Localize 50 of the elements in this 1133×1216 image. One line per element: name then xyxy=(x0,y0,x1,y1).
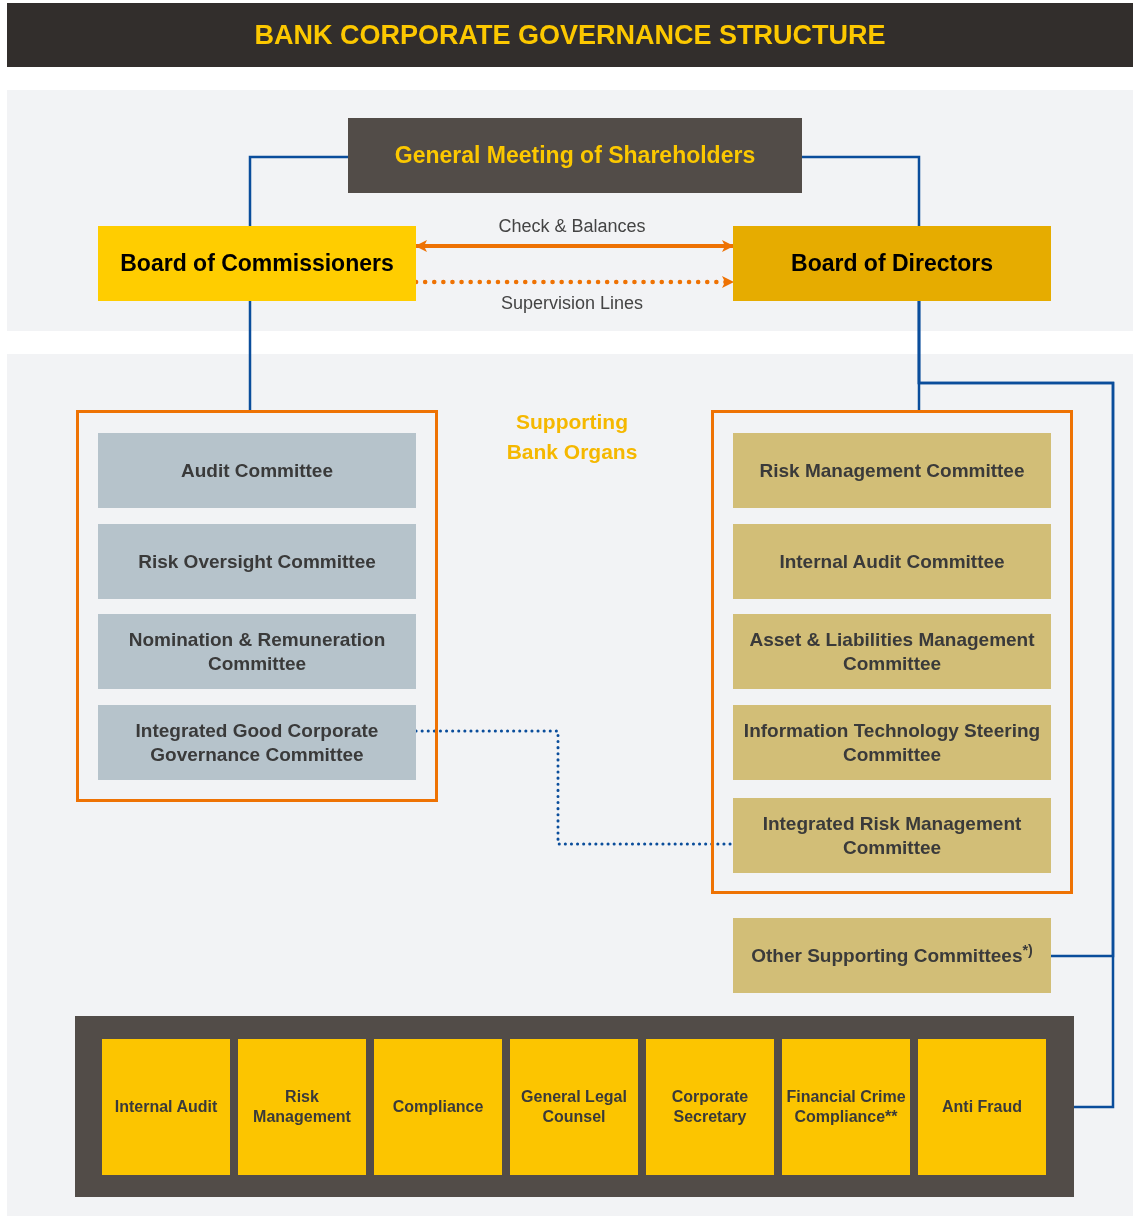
unit-box xyxy=(782,1039,910,1175)
unit-box xyxy=(238,1039,366,1175)
board-name: Board of Directors xyxy=(790,249,994,278)
committee-box xyxy=(98,614,416,689)
committee-box xyxy=(98,433,416,508)
unit-name: Corporate Secretary xyxy=(670,1087,750,1127)
committee-name: Risk Oversight Committee xyxy=(137,549,377,574)
committee-box xyxy=(733,705,1051,780)
board-box xyxy=(733,226,1051,301)
unit-name: Internal Audit xyxy=(113,1097,219,1117)
connector-line xyxy=(802,155,921,226)
committee-box xyxy=(733,918,1051,993)
meeting-box xyxy=(348,118,802,193)
unit-name: Anti Fraud xyxy=(941,1097,1023,1117)
committee-box xyxy=(733,614,1051,689)
committee-name: Other Supporting Committees$^{*)}$ xyxy=(750,943,1034,968)
committee-box xyxy=(98,524,416,599)
committee-name: Asset & Liabilities Management Committee xyxy=(748,627,1036,676)
connector-line xyxy=(248,301,252,410)
committee-box xyxy=(98,705,416,780)
unit-box xyxy=(510,1039,638,1175)
unit-box xyxy=(102,1039,230,1175)
connector-line xyxy=(248,155,348,226)
committee-name: Information Technology Steering Committee xyxy=(742,718,1042,767)
committee-name: Integrated Risk Management Committee xyxy=(761,811,1023,860)
committee-box xyxy=(733,524,1051,599)
board-name: Board of Commissioners xyxy=(119,249,395,278)
unit-name: General Legal Counsel xyxy=(520,1087,628,1127)
meeting-name: General Meeting of Shareholders xyxy=(393,141,757,170)
unit-box xyxy=(374,1039,502,1175)
committee-name: Internal Audit Committee xyxy=(778,549,1006,574)
committee-name: Risk Management Committee xyxy=(758,458,1026,483)
committee-box xyxy=(733,433,1051,508)
connector-line xyxy=(917,301,1115,1109)
committee-box xyxy=(733,798,1051,873)
committee-group-frame xyxy=(711,410,1073,894)
title: BANK CORPORATE GOVERNANCE STRUCTURE xyxy=(254,18,886,52)
committee-name: Integrated Good Corporate Governance Committee xyxy=(134,718,380,767)
unit-name: Compliance xyxy=(391,1097,485,1117)
unit-box xyxy=(646,1039,774,1175)
committee-name: Audit Committee xyxy=(180,458,334,483)
unit-box xyxy=(918,1039,1046,1175)
unit-name: Risk Management xyxy=(252,1087,352,1127)
arrow xyxy=(415,240,734,252)
committee-name: Nomination & Remuneration Committee xyxy=(127,627,387,676)
unit-name: Financial Crime Compliance** xyxy=(785,1087,907,1127)
unit-band xyxy=(75,1016,1074,1197)
board-box xyxy=(98,226,416,301)
committee-group-frame xyxy=(76,410,438,802)
section-label: Supporting Bank Organs xyxy=(505,409,639,465)
